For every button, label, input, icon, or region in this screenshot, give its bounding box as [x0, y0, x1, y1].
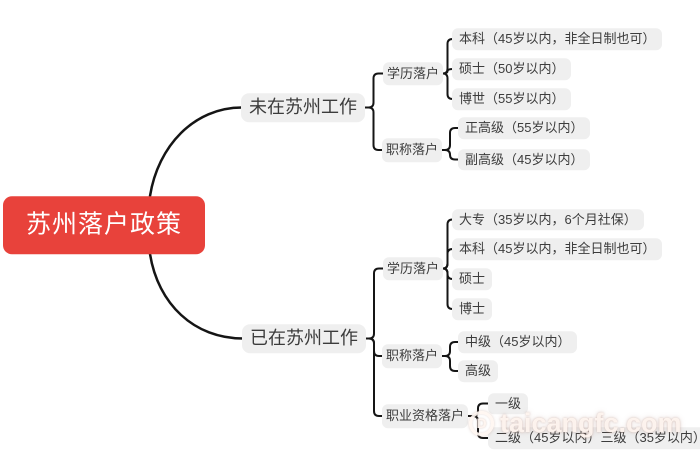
mindmap-leaf-node: 二级（45岁以内）三级（35岁以内）	[488, 427, 700, 449]
mindmap-leaf-node: 中级（45岁以内）	[458, 331, 578, 353]
mindmap-root-node: 苏州落户政策	[3, 196, 206, 254]
mindmap-branch-node: 未在苏州工作	[241, 92, 365, 123]
mindmap-subbranch-node: 职业资格落户	[382, 404, 469, 428]
mindmap-leaf-node: 硕士（50岁以内）	[452, 58, 572, 80]
mindmap-subbranch-node: 职称落户	[382, 344, 443, 368]
mindmap-leaf-node: 本科（45岁以内，非全日制也可）	[452, 28, 663, 50]
mindmap-leaf-node: 本科（45岁以内，非全日制也可）	[452, 238, 663, 260]
mindmap-leaf-node: 硕士	[452, 268, 493, 290]
mindmap-leaf-node: 高级	[458, 360, 499, 382]
mindmap-subbranch-node: 职称落户	[382, 138, 443, 162]
mindmap-leaf-node: 博世（55岁以内）	[452, 88, 572, 110]
mindmap-leaf-node: 副高级（45岁以内）	[458, 148, 591, 171]
mindmap-leaf-node: 正高级（55岁以内）	[458, 117, 591, 139]
mindmap-leaf-node: 大专（35岁以内，6个月社保）	[452, 208, 644, 231]
mindmap-leaf-node: 一级	[488, 392, 529, 415]
mindmap-leaf-node: 博士	[452, 298, 493, 320]
mindmap-subbranch-node: 学历落户	[383, 256, 444, 281]
mindmap-subbranch-node: 学历落户	[383, 61, 444, 86]
mindmap-branch-node: 已在苏州工作	[242, 323, 366, 354]
